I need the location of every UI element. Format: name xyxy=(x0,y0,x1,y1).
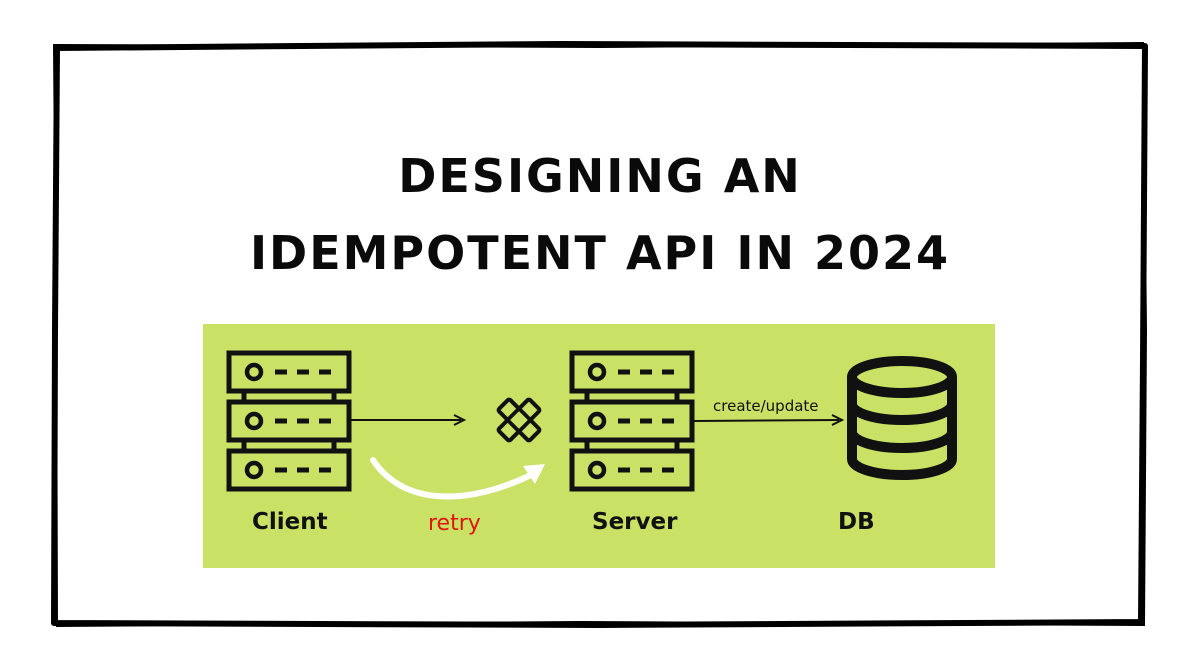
title-line-2: IDEMPOTENT API IN 2024 xyxy=(249,226,951,280)
create-update-arrow xyxy=(693,414,845,426)
server-label: Server xyxy=(592,509,678,535)
request-arrow xyxy=(350,414,467,426)
create-update-label: create/update xyxy=(713,397,819,415)
server-rack-icon xyxy=(572,353,692,489)
retry-label: retry xyxy=(428,511,481,536)
diagram-canvas xyxy=(203,324,957,500)
database-icon xyxy=(847,356,957,480)
db-label: DB xyxy=(838,509,875,535)
title-line-1: DESIGNING AN xyxy=(398,149,802,203)
curved-arrow-icon xyxy=(370,457,545,500)
client-server-icon xyxy=(229,353,349,489)
failure-x-icon xyxy=(496,397,542,443)
client-label: Client xyxy=(252,509,328,535)
diagram-panel: Client retry Server DB create/update xyxy=(203,324,995,568)
